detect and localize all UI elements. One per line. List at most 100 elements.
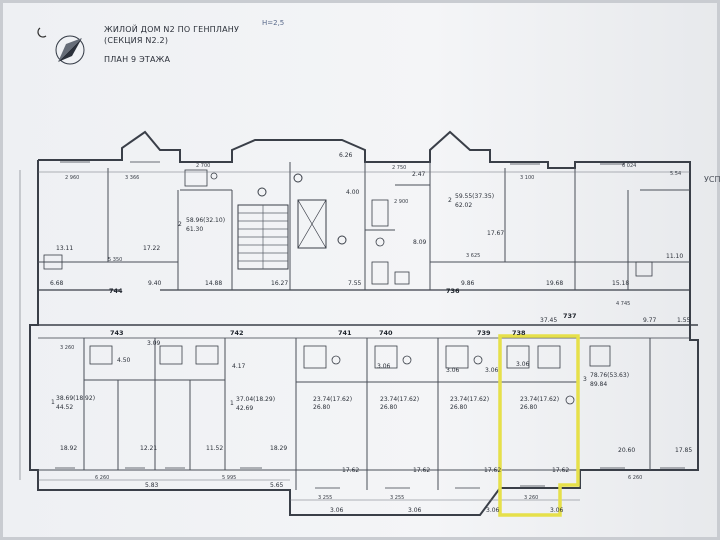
apartment-total-area: 26.80: [520, 404, 538, 411]
unit-number: 738: [512, 329, 526, 337]
room-area: 4.50: [117, 357, 131, 364]
mark-c-icon: [37, 27, 47, 38]
stair-core: [237, 173, 347, 270]
apartment-living-area: 38.69(18.92): [56, 395, 96, 402]
section-title: (СЕКЦИЯ N2.2): [104, 36, 169, 45]
room-area: 14.88: [205, 280, 223, 287]
room-area: 19.68: [546, 280, 564, 287]
upper-partitions: [38, 162, 690, 290]
apartment-living-area: 78.76(53.63): [590, 372, 630, 379]
room-area: 3.06: [516, 361, 530, 368]
dimension-label: 5.54: [670, 171, 682, 177]
room-area: 3.06: [485, 367, 499, 374]
room-area: 11.52: [206, 445, 224, 452]
project-title: ЖИЛОЙ ДОМ N2 ПО ГЕНПЛАНУ: [104, 25, 240, 34]
room-area: 37.45: [540, 317, 558, 324]
room-area: 15.18: [612, 280, 630, 287]
room-area: 11.10: [666, 253, 684, 260]
apartment-living-area: 23.74(17.62): [450, 396, 490, 403]
dimension-label: 3 255: [390, 495, 405, 501]
room-area: 2.47: [412, 171, 426, 178]
room-area: 12.21: [140, 445, 158, 452]
room-area: 8.09: [413, 239, 427, 246]
dimension-label: 3 260: [60, 345, 75, 351]
apartment-total-area: 26.80: [313, 404, 331, 411]
dimension-label: 3.06: [486, 507, 500, 514]
room-area: 17.62: [342, 467, 360, 474]
outer-walls: [29, 130, 699, 516]
dimension-label: 5 350: [108, 257, 123, 263]
room-area: 4.17: [232, 363, 246, 370]
apartment-prefix: 2: [448, 197, 452, 204]
room-area: 13.11: [56, 245, 74, 252]
apartment-living-area: 23.74(17.62): [380, 396, 420, 403]
room-area: 20.60: [618, 447, 636, 454]
dimension-label: 3 625: [466, 253, 481, 259]
room-area: 18.92: [60, 445, 78, 452]
unit-number: 744: [109, 287, 123, 295]
handwritten-height-note: Н=2,5: [262, 19, 285, 27]
dimension-label: 3 100: [520, 175, 535, 181]
apartment-prefix: 1: [230, 400, 234, 407]
dimension-label: 2 900: [394, 199, 409, 205]
apartment-living-area: 23.74(17.62): [520, 396, 560, 403]
dimension-label: 5 995: [222, 475, 237, 481]
dimension-label: 3 366: [125, 175, 140, 181]
room-area: 5.65: [270, 482, 284, 489]
room-area: 1.55: [677, 317, 691, 324]
room-area: 17.85: [675, 447, 693, 454]
dimension-label: 6 260: [95, 475, 110, 481]
unit-number: 743: [110, 329, 124, 337]
apartment-total-area: 89.84: [590, 381, 608, 388]
room-area: 17.22: [143, 245, 161, 252]
bath-fixtures-upper: [43, 169, 653, 285]
side-label: УСП: [704, 175, 720, 184]
dimension-label: 3.06: [330, 507, 344, 514]
room-area: 9.77: [643, 317, 657, 324]
room-area: 17.62: [413, 467, 431, 474]
room-area: 6.68: [50, 280, 64, 287]
apartment-total-area: 62.02: [455, 202, 473, 209]
apartment-total-area: 61.30: [186, 226, 204, 233]
windows: [55, 161, 685, 489]
room-area: 5.83: [145, 482, 159, 489]
bath-fixtures-lower: [89, 345, 611, 405]
apartment-prefix: 3: [583, 376, 587, 383]
dimension-label: 6 260: [628, 475, 643, 481]
unit-number: 742: [230, 329, 244, 337]
dimension-label: 3.06: [408, 507, 422, 514]
dimension-label: 3 255: [318, 495, 333, 501]
apartment-total-area: 26.80: [450, 404, 468, 411]
apartment-prefix: 1: [51, 399, 55, 406]
dimension-label: 2 960: [65, 175, 80, 181]
unit-number: 736: [446, 287, 460, 295]
dimension-label: 3 260: [524, 495, 539, 501]
room-area: 9.40: [148, 280, 162, 287]
dimension-label: 4 745: [616, 301, 631, 307]
highlighted-apartment-738: [498, 334, 580, 517]
dimension-label: 2 700: [196, 163, 211, 169]
room-area: 18.29: [270, 445, 288, 452]
room-area: 17.62: [552, 467, 570, 474]
apartment-living-area: 23.74(17.62): [313, 396, 353, 403]
room-area: 16.27: [271, 280, 289, 287]
room-area: 17.62: [484, 467, 502, 474]
room-area: 4.00: [346, 189, 360, 196]
unit-number: 737: [563, 312, 577, 320]
room-area: 3.09: [147, 340, 161, 347]
unit-number: 740: [379, 329, 393, 337]
room-area: 7.55: [348, 280, 362, 287]
apartment-living-area: 37.04(18.29): [236, 396, 276, 403]
dimension-label: 6 024: [622, 163, 637, 169]
apartment-living-area: 59.55(37.35): [455, 193, 495, 200]
room-area: 3.06: [377, 363, 391, 370]
dimension-label: 2 750: [392, 165, 407, 171]
room-area: 9.86: [461, 280, 475, 287]
unit-number: 741: [338, 329, 352, 337]
apartment-living-area: 58.96(32.10): [186, 217, 226, 224]
apartment-total-area: 42.69: [236, 405, 254, 412]
apartment-total-area: 44.52: [56, 404, 74, 411]
